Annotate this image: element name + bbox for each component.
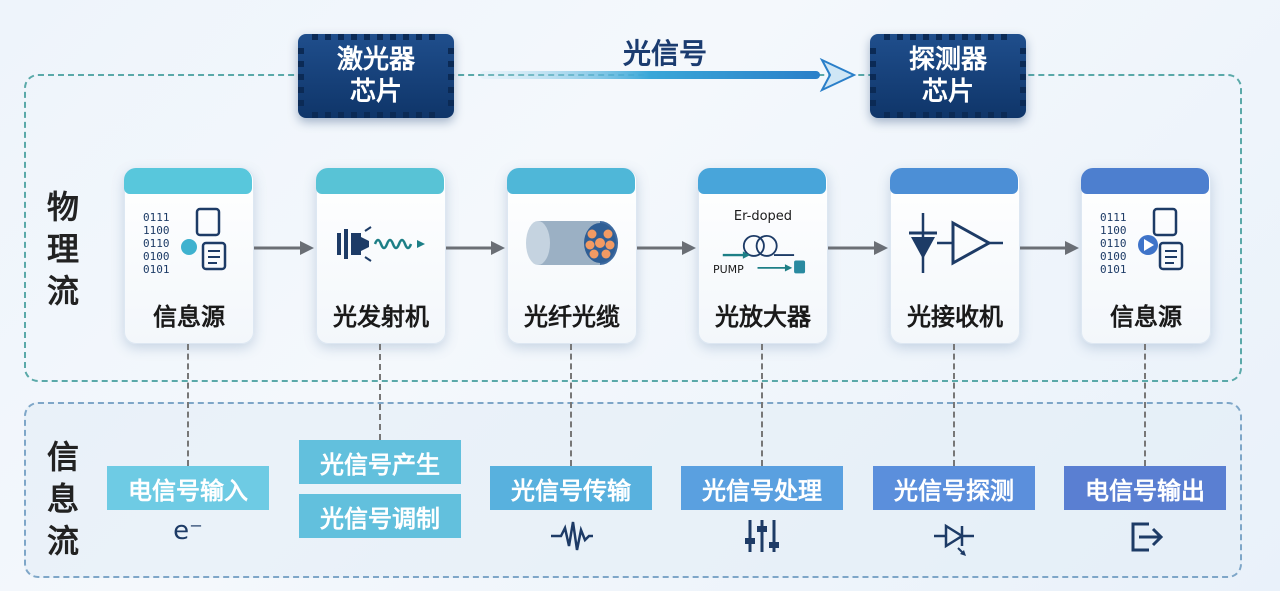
svg-text:0110: 0110 [1100,237,1127,250]
fiber-amplifier-icon [722,234,806,274]
svg-text:1100: 1100 [143,224,170,237]
connector-line [379,344,381,440]
pump-label: PUMP [713,263,744,276]
output-icon [1131,522,1164,552]
diode-amplifier-icon [909,213,1003,273]
side-label-char: 流 [46,272,79,310]
connector-line [1144,344,1146,466]
side-label-char: 流 [46,522,79,560]
side-label-char: 物 [46,188,79,226]
stage-card-header [698,168,826,194]
svg-text:0100: 0100 [1100,250,1127,263]
fiber-cable-icon [526,221,618,265]
stage-card: 0111 1100 0110 0100 0101 信息源 [124,168,254,344]
photodiode-icon [934,523,974,556]
stage-card-label: 光接收机 [907,303,1003,331]
connector-line [187,344,189,466]
svg-text:0111: 0111 [143,211,170,224]
stage-card-label: 信息源 [1110,303,1182,331]
detector-chip-label: 探测器 芯片 [908,45,987,107]
electron-icon: e⁻ [173,516,203,546]
stage-card-header [124,168,252,194]
svg-text:1100: 1100 [1100,224,1127,237]
side-label-char: 息 [46,480,79,518]
detector-chip: 探测器 芯片 [870,34,1026,118]
stage-card: 光接收机 [890,168,1020,344]
info-step-box: 电信号输出 [1064,466,1226,510]
stage-card-header [1081,168,1209,194]
info-flow-label-text: 信息流 [40,436,86,562]
svg-text:0100: 0100 [143,250,170,263]
info-step-box: 光信号产生 [299,440,461,484]
connector-line [761,344,763,466]
info-flow-label: 信息流 [40,436,86,562]
chip-pins-icon [298,34,454,118]
laser-chip-label: 激光器 芯片 [336,45,415,107]
sliders-icon [745,520,779,552]
stage-card: 光发射机 [316,168,446,344]
waveform-icon [551,521,593,551]
er-doped-label: Er-doped [733,209,793,224]
svg-text:0110: 0110 [143,237,170,250]
stage-card-label: 光纤光缆 [524,303,620,331]
svg-text:0111: 0111 [1100,211,1127,224]
side-label-char: 理 [46,230,79,268]
stage-card-header [316,168,444,194]
flow-arrow-icon [446,241,505,255]
stage-card: 0111 1100 0110 0100 0101 信息源 [1081,168,1211,344]
connector-line [570,344,572,466]
physical-flow-label: 物理流 [40,186,86,312]
info-step-box: 光信号处理 [681,466,843,510]
data-document-play-icon: 0111 1100 0110 0100 0101 [1100,207,1184,276]
flow-arrow-icon [254,241,314,255]
stage-card-header [507,168,635,194]
stage-card-label: 光发射机 [333,303,429,331]
flow-arrow-icon [1020,241,1079,255]
flow-arrow-icon [828,241,888,255]
physical-flow-label-text: 物理流 [40,186,86,312]
optical-signal-label: 光信号 [622,37,707,70]
info-step-box: 光信号传输 [490,466,652,510]
info-step-box: 光信号探测 [873,466,1035,510]
stage-card-label: 信息源 [153,303,225,331]
stage-card: 光纤光缆 [507,168,637,344]
laser-chip: 激光器 芯片 [298,34,454,118]
stage-card-label: 光放大器 [715,303,811,331]
side-label-char: 信 [46,438,79,476]
svg-text:0101: 0101 [1100,263,1127,276]
info-step-box: 电信号输入 [107,466,269,510]
stage-card-header [890,168,1018,194]
connector-line [953,344,955,466]
data-document-icon: 0111 1100 0110 0100 0101 [143,207,227,276]
chip-pins-icon [870,34,1026,118]
info-step-box: 光信号调制 [299,494,461,538]
optical-signal-arrow-icon [480,57,857,93]
svg-text:0101: 0101 [143,263,170,276]
laser-emitter-icon [337,226,425,262]
flow-arrow-icon [637,241,696,255]
